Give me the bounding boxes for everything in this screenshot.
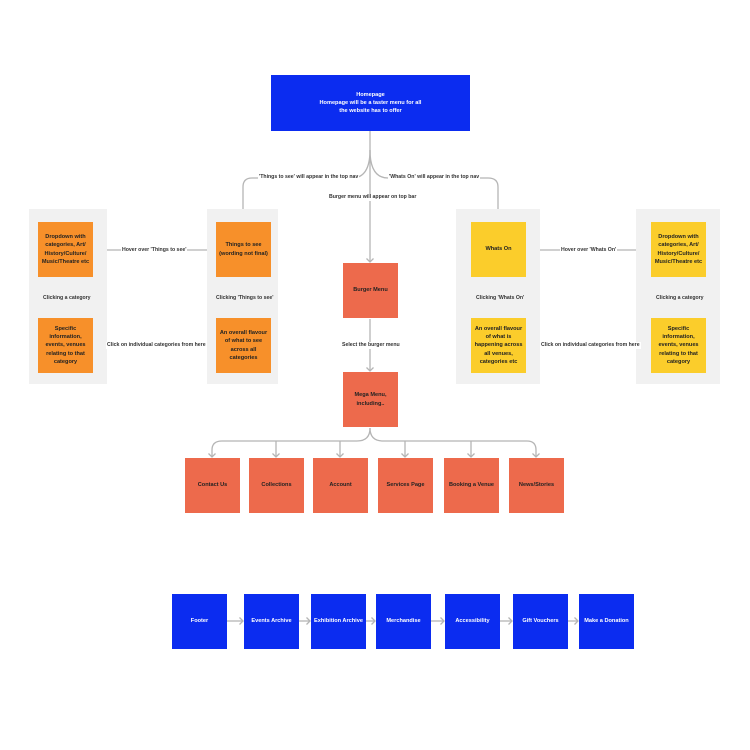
mega-item-account[interactable]: Account bbox=[313, 458, 368, 513]
arrow-mega-item-5 bbox=[532, 453, 540, 458]
mega-menu-node[interactable]: Mega Menu, including.. bbox=[343, 372, 398, 427]
arrow-footer-0 bbox=[239, 617, 244, 625]
arrow-mega-item-1 bbox=[272, 453, 280, 458]
whats-on-node[interactable]: Whats On bbox=[471, 222, 526, 277]
arrow-burger bbox=[366, 258, 374, 263]
label-clicking-category-right: Clicking a category bbox=[655, 295, 705, 302]
footer-item-merchandise[interactable]: Merchandise bbox=[376, 594, 431, 649]
mega-item-booking-a-venue[interactable]: Booking a Venue bbox=[444, 458, 499, 513]
burger-menu-node[interactable]: Burger Menu bbox=[343, 263, 398, 318]
arrow-mega-item-3 bbox=[401, 453, 409, 458]
arrow-footer-2 bbox=[371, 617, 376, 625]
label-click-individual-left: Click on individual categories from here bbox=[106, 342, 207, 349]
footer-item-footer[interactable]: Footer bbox=[172, 594, 227, 649]
label-click-whatson: Clicking 'Whats On' bbox=[475, 295, 526, 302]
mega-item-news-stories[interactable]: News/Stories bbox=[509, 458, 564, 513]
things-flavour-node[interactable]: An overall flavour of what to see across… bbox=[216, 318, 271, 373]
footer-item-gift-vouchers[interactable]: Gift Vouchers bbox=[513, 594, 568, 649]
homepage-node[interactable]: Homepage Homepage will be a taster menu … bbox=[271, 75, 470, 131]
mega-item-contact-us[interactable]: Contact Us bbox=[185, 458, 240, 513]
label-hover-whatson: Hover over 'Whats On' bbox=[560, 247, 618, 254]
label-click-things: Clicking 'Things to see' bbox=[215, 295, 275, 302]
footer-item-exhibition-archive[interactable]: Exhibition Archive bbox=[311, 594, 366, 649]
label-click-individual-right: Click on individual categories from here bbox=[540, 342, 641, 349]
line-home-to-things bbox=[242, 149, 371, 221]
label-whatson-nav: 'Whats On' will appear in the top nav bbox=[388, 174, 481, 181]
footer-item-accessibility[interactable]: Accessibility bbox=[445, 594, 500, 649]
whatson-flavour-node[interactable]: An overall flavour of what is happening … bbox=[471, 318, 526, 373]
homepage-desc: Homepage will be a taster menu for all t… bbox=[319, 99, 422, 115]
whatson-dropdown-node[interactable]: Dropdown with categories, Art/ History/C… bbox=[651, 222, 706, 277]
homepage-title: Homepage bbox=[356, 91, 385, 98]
arrow-footer-1 bbox=[306, 617, 311, 625]
label-clicking-category-left: Clicking a category bbox=[42, 295, 92, 302]
arrow-mega-item-2 bbox=[336, 453, 344, 458]
arrow-footer-4 bbox=[508, 617, 513, 625]
label-burger-top: Burger menu will appear on top bar bbox=[328, 194, 418, 201]
arrow-mega-item-4 bbox=[467, 453, 475, 458]
things-to-see-node[interactable]: Things to see (wording not final) bbox=[216, 222, 271, 277]
mega-item-collections[interactable]: Collections bbox=[249, 458, 304, 513]
line-mega-left-bus bbox=[211, 427, 371, 457]
whatson-specific-node[interactable]: Specific information, events, venues rel… bbox=[651, 318, 706, 373]
line-mega-right-bus bbox=[369, 427, 537, 457]
footer-item-make-a-donation[interactable]: Make a Donation bbox=[579, 594, 634, 649]
arrow-footer-3 bbox=[440, 617, 445, 625]
things-dropdown-node[interactable]: Dropdown with categories, Art/ History/C… bbox=[38, 222, 93, 277]
footer-item-events-archive[interactable]: Events Archive bbox=[244, 594, 299, 649]
label-things-nav: 'Things to see' will appear in the top n… bbox=[258, 174, 360, 181]
arrow-footer-5 bbox=[574, 617, 579, 625]
mega-item-services-page[interactable]: Services Page bbox=[378, 458, 433, 513]
arrow-mega-item-0 bbox=[208, 453, 216, 458]
label-hover-things: Hover over 'Things to see' bbox=[121, 247, 188, 254]
things-specific-node[interactable]: Specific information, events, venues rel… bbox=[38, 318, 93, 373]
label-select-burger: Select the burger menu bbox=[341, 342, 401, 349]
line-home-to-whatson bbox=[369, 149, 499, 221]
arrow-burger-mega bbox=[366, 367, 374, 372]
